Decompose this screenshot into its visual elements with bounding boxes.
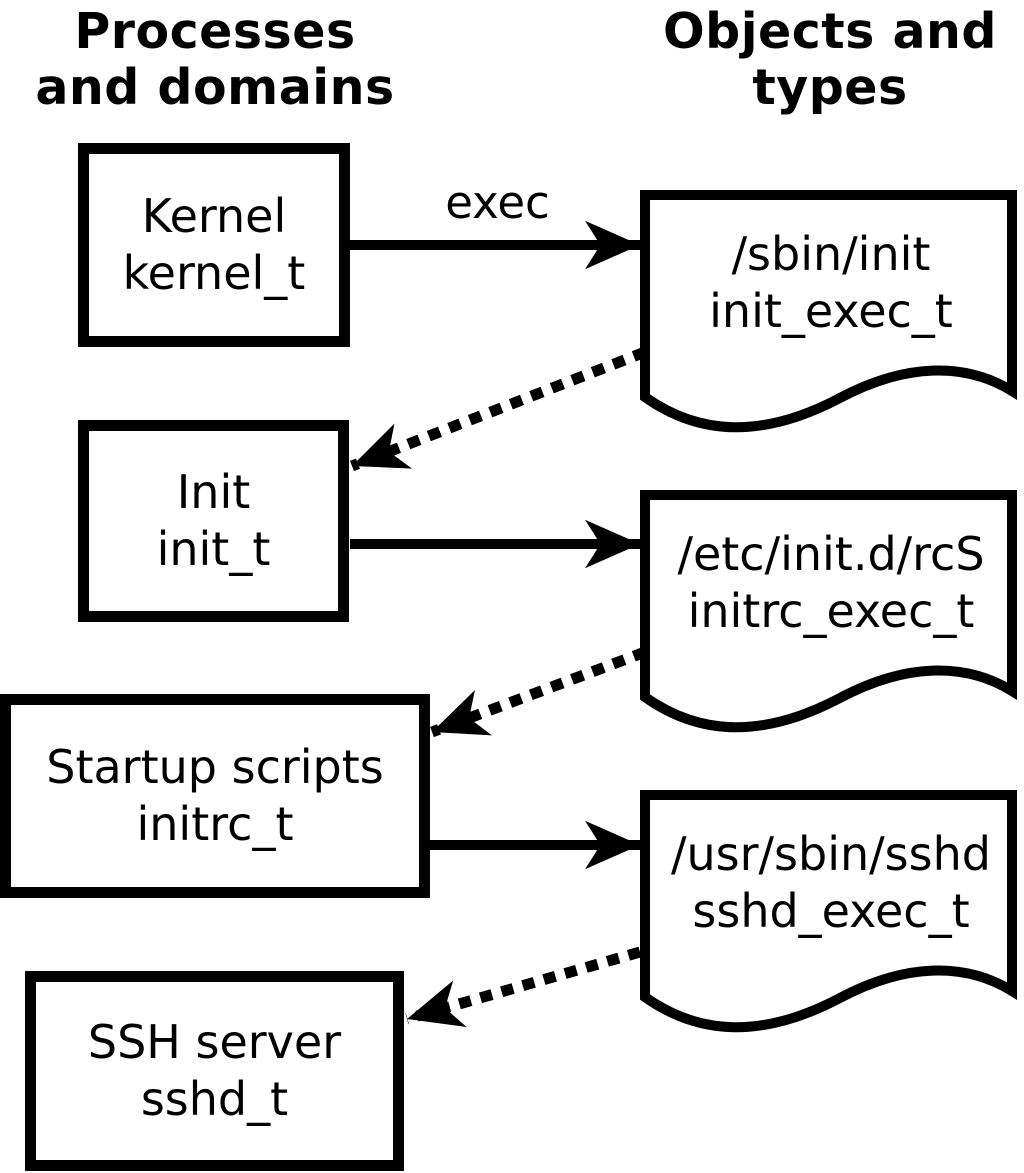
object-document-usr-sbin-sshd: /usr/sbin/sshd sshd_exec_t bbox=[652, 800, 1010, 965]
process-box-kernel: Kernel kernel_t bbox=[78, 143, 350, 347]
object-type: initrc_exec_t bbox=[687, 583, 975, 638]
process-box-ssh-server: SSH server sshd_t bbox=[25, 971, 404, 1171]
dotted-arrow-sshd-to-sshserver bbox=[405, 946, 642, 1028]
process-name: SSH server bbox=[87, 1015, 342, 1069]
heading-line: Objects and bbox=[663, 3, 997, 60]
process-name: Init bbox=[176, 465, 251, 519]
object-path: /etc/init.d/rcS bbox=[677, 526, 985, 581]
column-heading-objects-and-types: Objects and types bbox=[630, 4, 1024, 116]
object-type: sshd_exec_t bbox=[692, 883, 970, 938]
object-document-sbin-init: /sbin/init init_exec_t bbox=[652, 200, 1010, 365]
document-shape-usr-sbin-sshd bbox=[640, 790, 1017, 1033]
heading-line: types bbox=[752, 59, 908, 116]
process-domain-type: initrc_t bbox=[136, 797, 294, 851]
document-shape-etc-initd-rcs bbox=[640, 490, 1017, 733]
heading-line: and domains bbox=[35, 59, 395, 116]
process-name: Kernel bbox=[141, 189, 287, 243]
object-document-etc-initd-rcs: /etc/init.d/rcS initrc_exec_t bbox=[652, 500, 1010, 665]
exec-arrow-label: exec bbox=[445, 176, 550, 229]
heading-line: Processes bbox=[74, 3, 356, 60]
process-domain-type: sshd_t bbox=[140, 1072, 289, 1126]
dotted-arrow-sbin-init-to-init bbox=[350, 346, 647, 472]
column-heading-processes-and-domains: Processes and domains bbox=[15, 4, 415, 116]
process-box-startup-scripts: Startup scripts initrc_t bbox=[0, 694, 430, 898]
object-path: /usr/sbin/sshd bbox=[671, 826, 991, 881]
process-domain-type: init_t bbox=[156, 522, 271, 576]
process-name: Startup scripts bbox=[46, 740, 384, 794]
process-domain-type: kernel_t bbox=[122, 246, 306, 300]
process-box-init: Init init_t bbox=[78, 420, 349, 622]
object-path: /sbin/init bbox=[731, 226, 931, 281]
dotted-arrow-rcs-to-startup bbox=[430, 646, 647, 738]
object-type: init_exec_t bbox=[709, 283, 953, 338]
document-shape-sbin-init bbox=[640, 190, 1017, 433]
